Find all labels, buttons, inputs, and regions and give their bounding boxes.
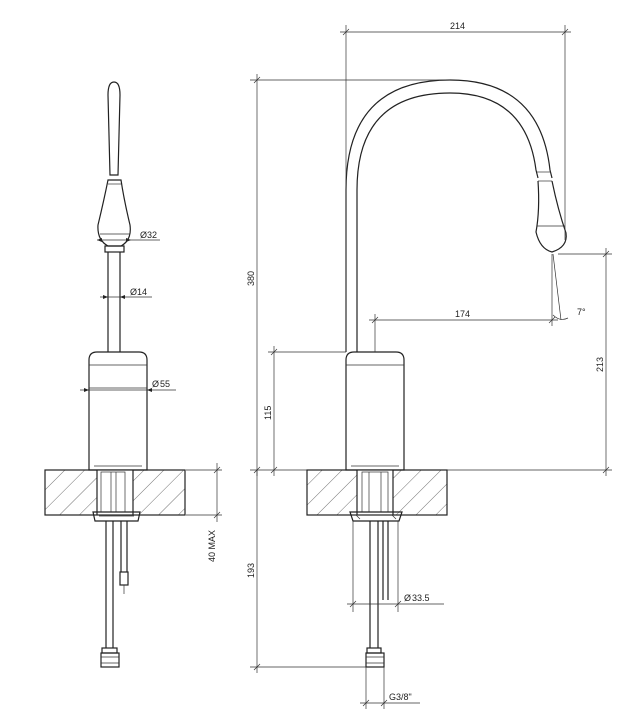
- spout-droplet: [535, 180, 567, 253]
- dim-380: 380: [246, 271, 256, 286]
- side-droplet: [97, 179, 131, 247]
- dim-213: 213: [595, 357, 605, 372]
- dim-dia-32-symbol: Ø: [140, 230, 147, 240]
- dim-dia-14-symbol: Ø: [130, 287, 137, 297]
- dim-dia-55-symbol: Ø: [152, 379, 159, 389]
- dim-214: 214: [450, 21, 465, 31]
- front-clamp: [349, 511, 403, 522]
- dim-dia-55: 55: [160, 379, 170, 389]
- side-view: Ø 32 Ø 14 Ø 55 40 MAX: [44, 81, 222, 668]
- side-rod-end: [119, 571, 129, 586]
- dim-40-max: 40 MAX: [207, 530, 217, 562]
- dim-dia-33-5: 33.5: [412, 593, 430, 603]
- dim-angle-7: 7°: [577, 307, 586, 317]
- front-view: 214 380 115 193 174 7° 213: [246, 21, 612, 709]
- front-hose-nut: [365, 652, 385, 668]
- dim-thread-g38: G3/8": [389, 692, 412, 702]
- side-ring: [104, 245, 125, 253]
- dim-174: 174: [455, 309, 470, 319]
- dim-dia-32: 32: [147, 230, 157, 240]
- side-deck: [44, 469, 186, 516]
- front-deck: [306, 469, 448, 516]
- dim-115: 115: [263, 406, 273, 420]
- spout-inner: [356, 92, 539, 352]
- side-handle: [107, 81, 121, 176]
- dim-dia-33-5-symbol: Ø: [404, 593, 411, 603]
- front-body: [345, 351, 405, 471]
- side-clamp: [92, 511, 141, 522]
- dim-193: 193: [246, 563, 256, 578]
- side-hose-nut: [100, 652, 120, 668]
- dim-dia-14: 14: [137, 287, 147, 297]
- side-body: [88, 351, 148, 471]
